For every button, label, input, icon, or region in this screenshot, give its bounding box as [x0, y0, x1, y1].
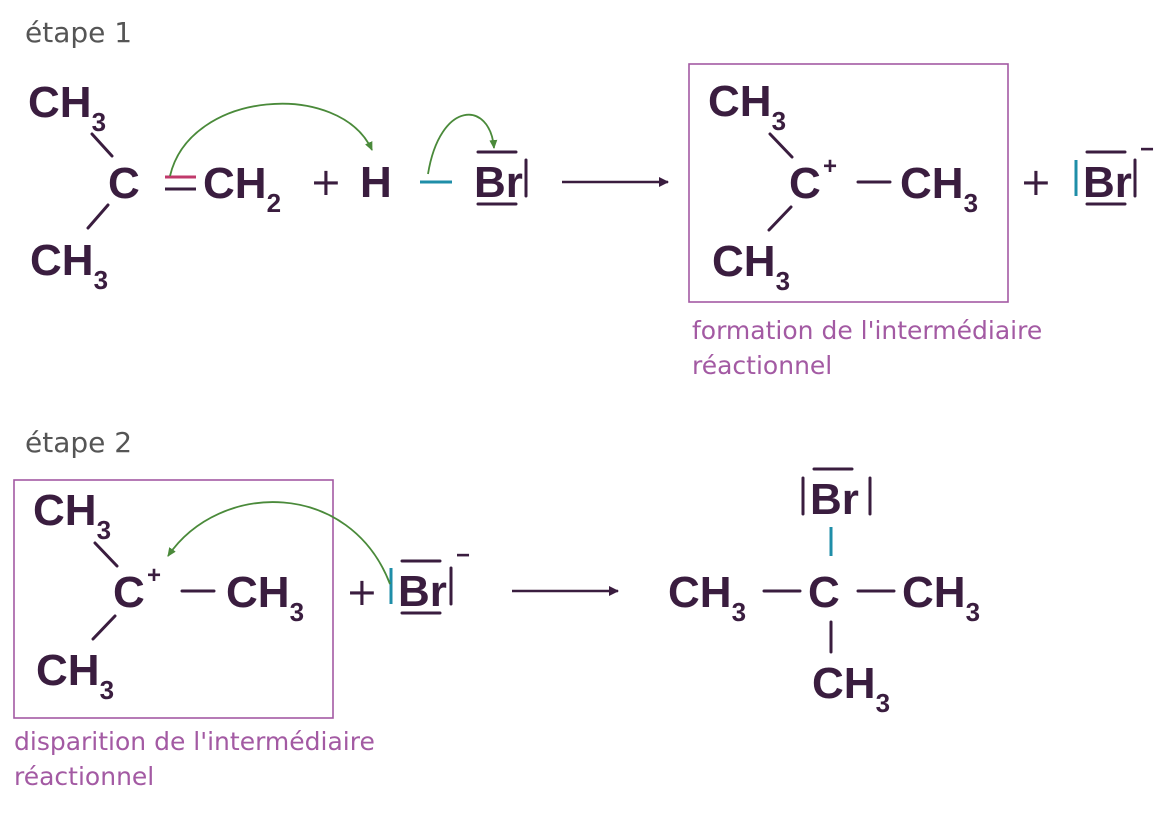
- bond-top-left: [93, 541, 119, 568]
- bond-bottom-left: [86, 203, 110, 230]
- intermediate-box-step1: [688, 63, 1009, 303]
- carbocation-molecule-step1: CH3 C + CH3 CH3: [708, 77, 978, 296]
- atom-br: Br: [398, 567, 447, 616]
- caption-step2-line1: disparition de l'intermédiaire: [14, 727, 375, 756]
- bond-top-left: [90, 132, 114, 158]
- atom-br: Br: [1083, 158, 1132, 207]
- atom-ch2: CH2: [203, 159, 281, 218]
- caption-step1-line1: formation de l'intermédiaire: [692, 316, 1042, 345]
- atom-ch3-bottom: CH3: [812, 659, 890, 718]
- charge-minus: −: [456, 542, 470, 569]
- carbocation-molecule-step2: CH3 C + CH3 CH3: [33, 486, 304, 705]
- atom-c-central: C: [108, 159, 140, 208]
- curly-arrow-pi-to-h: [169, 102, 373, 177]
- curly-arrow-bond-to-br: [427, 113, 498, 175]
- charge-minus: −: [1140, 136, 1154, 163]
- atom-c-cation: C: [789, 159, 821, 208]
- step2-label: étape 2: [25, 426, 132, 459]
- caption-step2-line2: réactionnel: [14, 762, 154, 791]
- hbr-molecule: H Br: [360, 150, 528, 207]
- atom-c-quaternary: C: [808, 568, 840, 617]
- charge-plus: +: [147, 562, 161, 589]
- atom-ch3-top: CH3: [708, 77, 786, 136]
- bond-bottom-left: [91, 614, 117, 641]
- caption-step1-line2: réactionnel: [692, 351, 832, 380]
- atom-c-cation: C: [113, 568, 145, 617]
- atom-h: H: [360, 158, 392, 207]
- bromide-ion-step2: Br −: [389, 542, 470, 616]
- step1-label: étape 1: [25, 16, 132, 49]
- atom-ch3-right: CH3: [900, 159, 978, 218]
- atom-br-hbr: Br: [474, 158, 523, 207]
- atom-ch3-top: CH3: [28, 78, 106, 137]
- curly-arrow-br-to-cation: [167, 501, 391, 585]
- plus-sign-step1-a: +: [310, 160, 342, 204]
- charge-plus: +: [823, 153, 837, 180]
- tert-butyl-bromide-molecule: Br CH3 C CH3 CH3: [668, 467, 980, 718]
- atom-ch3-left: CH3: [668, 568, 746, 627]
- atom-ch3-bottom: CH3: [30, 236, 108, 295]
- bond-top-left: [768, 132, 794, 159]
- plus-sign-step2: +: [346, 570, 378, 614]
- atom-ch3-bottom: CH3: [712, 237, 790, 296]
- bond-bottom-left: [767, 205, 793, 232]
- bromide-ion-step1: Br −: [1074, 136, 1154, 207]
- intermediate-box-step2: [13, 479, 334, 719]
- atom-ch3-right: CH3: [226, 568, 304, 627]
- atom-ch3-right: CH3: [902, 568, 980, 627]
- atom-br: Br: [810, 475, 859, 524]
- isobutene-molecule: CH3 C CH3 CH2: [28, 78, 281, 295]
- atom-ch3-bottom: CH3: [36, 646, 114, 705]
- plus-sign-step1-b: +: [1020, 160, 1052, 204]
- atom-ch3-top: CH3: [33, 486, 111, 545]
